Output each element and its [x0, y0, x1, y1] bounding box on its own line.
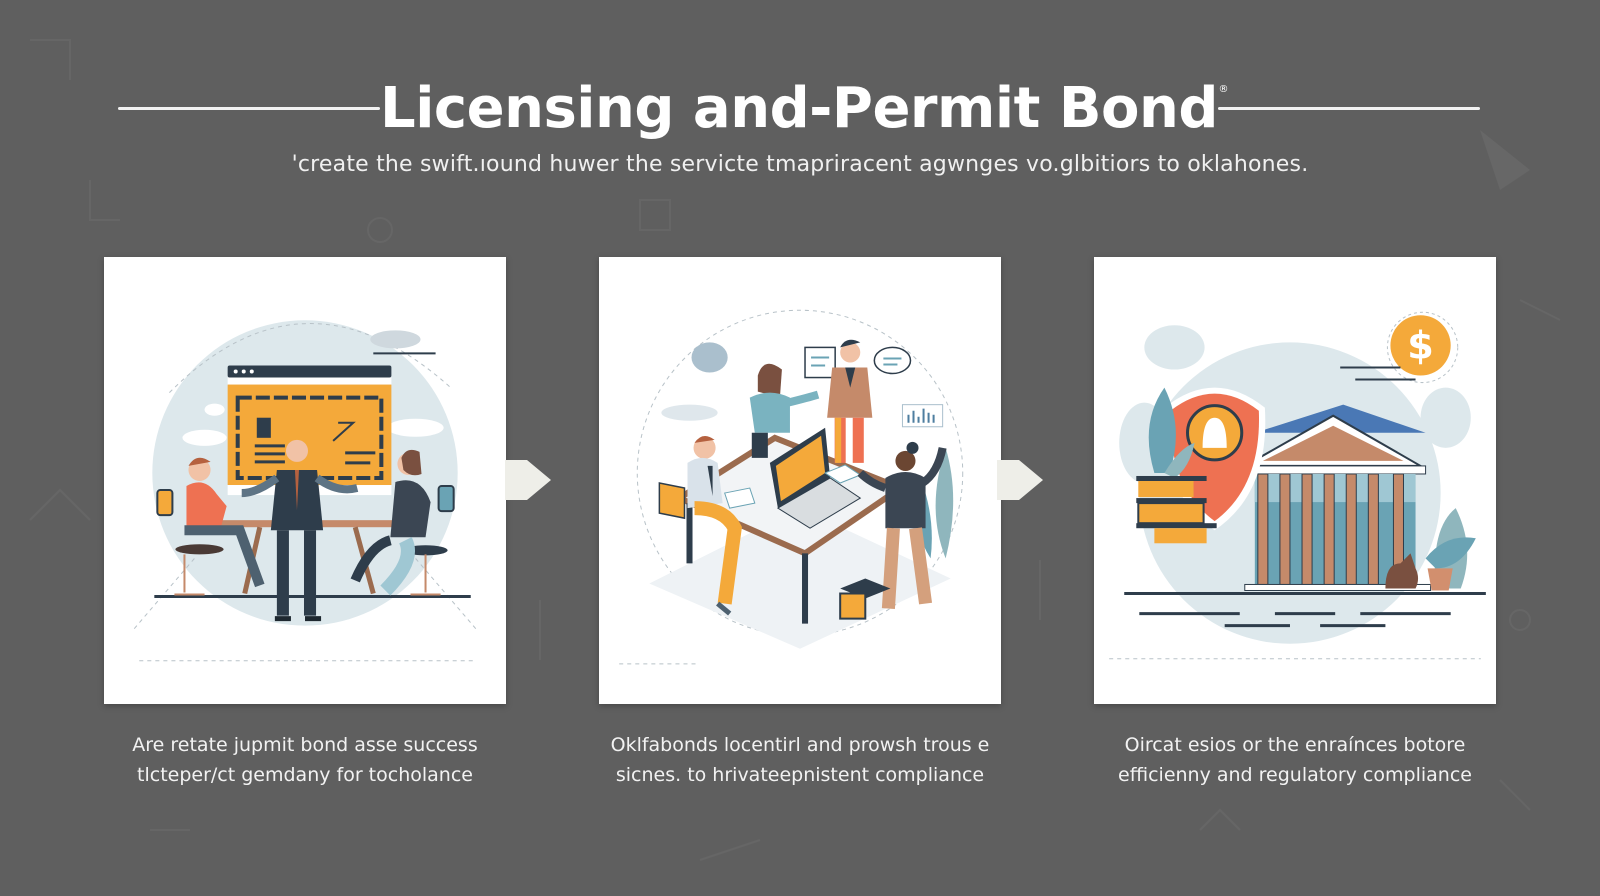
caption-line: tlcteper/ct gemdany for tocholance: [137, 764, 473, 786]
step-card-3: $: [1094, 257, 1496, 704]
shield-icon: [1163, 387, 1266, 531]
caption-line: Oklfabonds locentirl and prowsh trous e: [610, 734, 990, 756]
step-caption-2: Oklfabonds locentirl and prowsh trous e …: [599, 730, 1001, 790]
dollar-coin-icon: [1390, 315, 1451, 376]
step-caption-1: Are retate jupmit bond asse success tlct…: [104, 730, 506, 790]
page-subtitle: 'create the swift.ıound huwer the servic…: [291, 152, 1309, 177]
step-card-2: [599, 257, 1001, 704]
page-title: Licensing and-Permit Bond ®: [380, 75, 1228, 141]
team-meeting-presentation-illustration: [133, 320, 477, 662]
caption-line: Are retate jupmit bond asse success: [132, 734, 478, 756]
team-collaboration-desk-illustration: [619, 309, 964, 665]
page-title-text: Licensing and-Permit Bond: [380, 75, 1218, 141]
title-rule-left: [118, 106, 381, 110]
chevron-right-icon: [997, 460, 1043, 500]
title-row: Licensing and-Permit Bond ®: [118, 68, 1480, 148]
caption-line: sicnes. to hrivateepnistent compliance: [615, 764, 985, 786]
registered-mark: ®: [1218, 83, 1228, 95]
caption-line: Oircat esios or the enraínces botore: [1124, 734, 1466, 756]
government-building-shield-illustration: $: [1109, 311, 1486, 660]
title-rule-right: [1217, 106, 1480, 110]
step-card-1: [104, 257, 506, 704]
svg-text:$: $: [1407, 324, 1434, 368]
caption-line: efficienny and regulatory compliance: [1118, 764, 1472, 786]
step-caption-3: Oircat esios or the enraínces botore eff…: [1094, 730, 1496, 790]
chevron-right-icon: [505, 460, 551, 500]
